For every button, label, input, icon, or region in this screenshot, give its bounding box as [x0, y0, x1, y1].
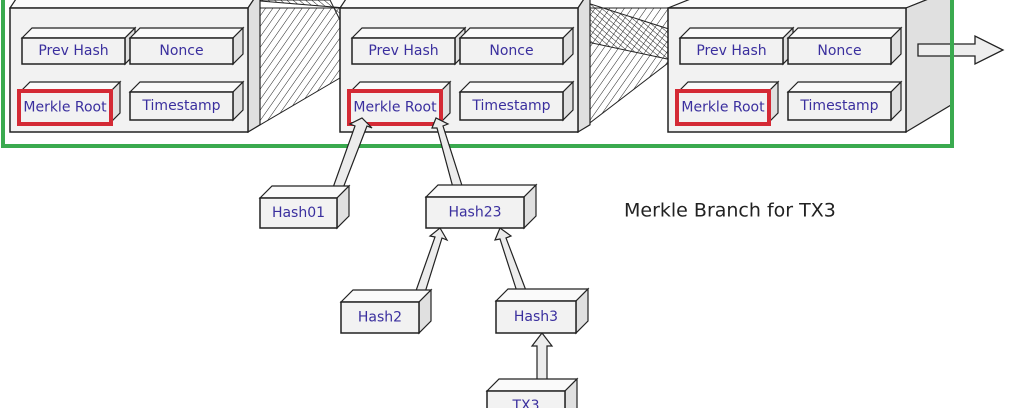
- arrow-tx3-to-hash3: [530, 332, 554, 386]
- merkle-root-field: Merkle Root: [17, 80, 122, 126]
- prev-hash-field-top: [20, 27, 137, 39]
- tree-node-hash3-label: Hash3: [514, 309, 558, 325]
- prev-hash-field-face: [351, 37, 456, 65]
- nonce-field: Nonce: [128, 26, 245, 66]
- prev-hash-field: Prev Hash: [678, 26, 795, 66]
- timestamp-field: Timestamp: [458, 80, 575, 122]
- arrow-hash01-to-root: [329, 117, 373, 197]
- prev-hash-field-top: [350, 27, 467, 39]
- nonce-field-label: Nonce: [817, 43, 861, 59]
- timestamp-field-face: [459, 91, 564, 121]
- block-side: [247, 0, 261, 134]
- tree-node-hash3: Hash3: [494, 287, 590, 335]
- tree-node-hash01-top: [258, 185, 351, 199]
- merkle-root-field-label: Merkle Root: [23, 100, 107, 116]
- block-connector-2: [577, 0, 673, 134]
- tree-node-tx3-side: [564, 377, 578, 408]
- tree-node-hash2-top: [339, 289, 433, 303]
- tree-node-hash01-face: [259, 197, 338, 229]
- timestamp-field-face: [129, 91, 234, 121]
- timestamp-field-label: Timestamp: [141, 98, 220, 114]
- prev-hash-field-face: [21, 37, 126, 65]
- tree-node-hash23-label: Hash23: [448, 205, 501, 221]
- merkle-branch-caption: Merkle Branch for TX3: [624, 200, 836, 222]
- tree-node-hash01-label: Hash01: [272, 205, 325, 221]
- merkle-root-field-label: Merkle Root: [353, 100, 437, 116]
- prev-hash-field: Prev Hash: [350, 26, 467, 66]
- timestamp-field-face: [787, 91, 892, 121]
- timestamp-field: Timestamp: [128, 80, 245, 122]
- arrow-hash23-to-root: [431, 117, 466, 196]
- tree-arrows: [329, 117, 554, 386]
- nonce-field-top: [458, 27, 575, 39]
- merkle-root-field: Merkle Root: [347, 80, 452, 126]
- tree-node-hash23-face: [425, 196, 525, 229]
- timestamp-field: Timestamp: [786, 80, 903, 122]
- tree-node-hash3-top: [494, 288, 590, 302]
- tree-node-hash01: Hash01: [258, 184, 351, 230]
- highlight-box: [17, 89, 113, 126]
- prev-hash-field-top: [678, 27, 795, 39]
- highlight-box: [675, 89, 771, 126]
- nonce-field-label: Nonce: [489, 43, 533, 59]
- tree-node-hash23: Hash23: [424, 183, 538, 230]
- block-top: [338, 0, 585, 9]
- tree-node-tx3: TX3: [485, 377, 579, 408]
- nonce-field-top: [128, 27, 245, 39]
- nonce-field-top: [786, 27, 903, 39]
- timestamp-field-label: Timestamp: [471, 98, 550, 114]
- timestamp-field-label: Timestamp: [799, 98, 878, 114]
- nonce-field: Nonce: [786, 26, 903, 66]
- prev-hash-field-face: [679, 37, 784, 65]
- tree-node-tx3-label: TX3: [511, 398, 539, 408]
- tree-node-hash2-face: [340, 301, 420, 334]
- merkle-root-field: Merkle Root: [675, 80, 780, 126]
- prev-hash-field-label: Prev Hash: [38, 43, 108, 59]
- nonce-field-face: [129, 37, 234, 65]
- tree-node-hash3-face: [495, 300, 577, 334]
- nonce-field-face: [459, 37, 564, 65]
- tree-node-tx3-top: [485, 378, 579, 392]
- highlight-box: [347, 89, 443, 126]
- tree-node-tx3-face: [486, 390, 566, 408]
- nonce-field-face: [787, 37, 892, 65]
- nonce-field: Nonce: [458, 26, 575, 66]
- nonce-field-label: Nonce: [159, 43, 203, 59]
- blockchain-frame: [1, 0, 954, 148]
- block-connector-1: [247, 0, 346, 133]
- tree-node-hash23-top: [424, 184, 538, 198]
- tree-node-hash2-label: Hash2: [358, 310, 402, 326]
- merkle-root-field-face: [677, 91, 769, 124]
- timestamp-field-top: [458, 81, 575, 93]
- tree-node-hash2: Hash2: [339, 288, 433, 335]
- block-top: [8, 0, 255, 9]
- next-block-arrow-icon: [917, 34, 1005, 66]
- block-side: [905, 0, 952, 134]
- timestamp-field-top: [786, 81, 903, 93]
- timestamp-field-top: [128, 81, 245, 93]
- prev-hash-field-label: Prev Hash: [368, 43, 438, 59]
- prev-hash-field: Prev Hash: [20, 26, 137, 66]
- block-side: [577, 0, 591, 134]
- prev-hash-field-label: Prev Hash: [696, 43, 766, 59]
- merkle-root-field-label: Merkle Root: [681, 100, 765, 116]
